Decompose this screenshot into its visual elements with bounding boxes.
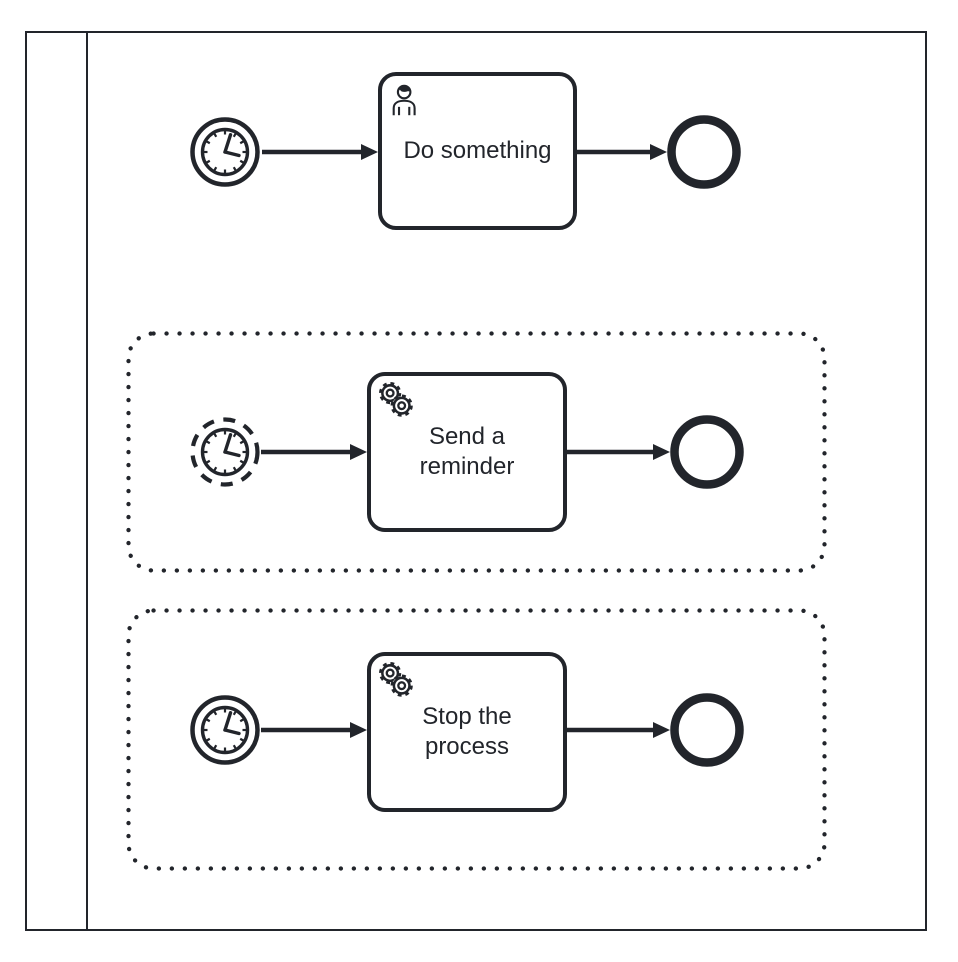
task-label: Send a reminder	[419, 423, 515, 480]
pool-header[interactable]	[27, 33, 88, 929]
task-do-something[interactable]: Do something	[378, 72, 577, 230]
gears-icon	[378, 661, 413, 697]
end-event[interactable]	[670, 415, 744, 489]
task-stop-the-process[interactable]: Stop the process	[367, 652, 567, 812]
event-subprocess-stop[interactable]	[125, 607, 828, 872]
timer-start-event[interactable]	[188, 115, 262, 189]
event-subprocess-reminder[interactable]	[125, 330, 828, 574]
task-label: Do something	[403, 137, 552, 164]
sequence-flow[interactable]	[567, 440, 670, 464]
sequence-flow[interactable]	[261, 440, 367, 464]
sequence-flow[interactable]	[261, 718, 367, 742]
gears-icon	[378, 381, 413, 417]
sequence-flow[interactable]	[577, 140, 667, 164]
timer-start-event-non-interrupting[interactable]	[188, 415, 262, 489]
pool-participant[interactable]	[25, 31, 927, 931]
timer-start-event[interactable]	[188, 693, 262, 767]
clock-icon	[200, 127, 250, 177]
end-event[interactable]	[667, 115, 741, 189]
clock-icon	[200, 427, 250, 477]
task-send-a-reminder[interactable]: Send a reminder	[367, 372, 567, 532]
sequence-flow[interactable]	[262, 140, 378, 164]
end-event[interactable]	[670, 693, 744, 767]
user-icon	[392, 84, 416, 117]
sequence-flow[interactable]	[567, 718, 670, 742]
clock-icon	[200, 705, 250, 755]
task-label: Stop the process	[422, 703, 512, 760]
